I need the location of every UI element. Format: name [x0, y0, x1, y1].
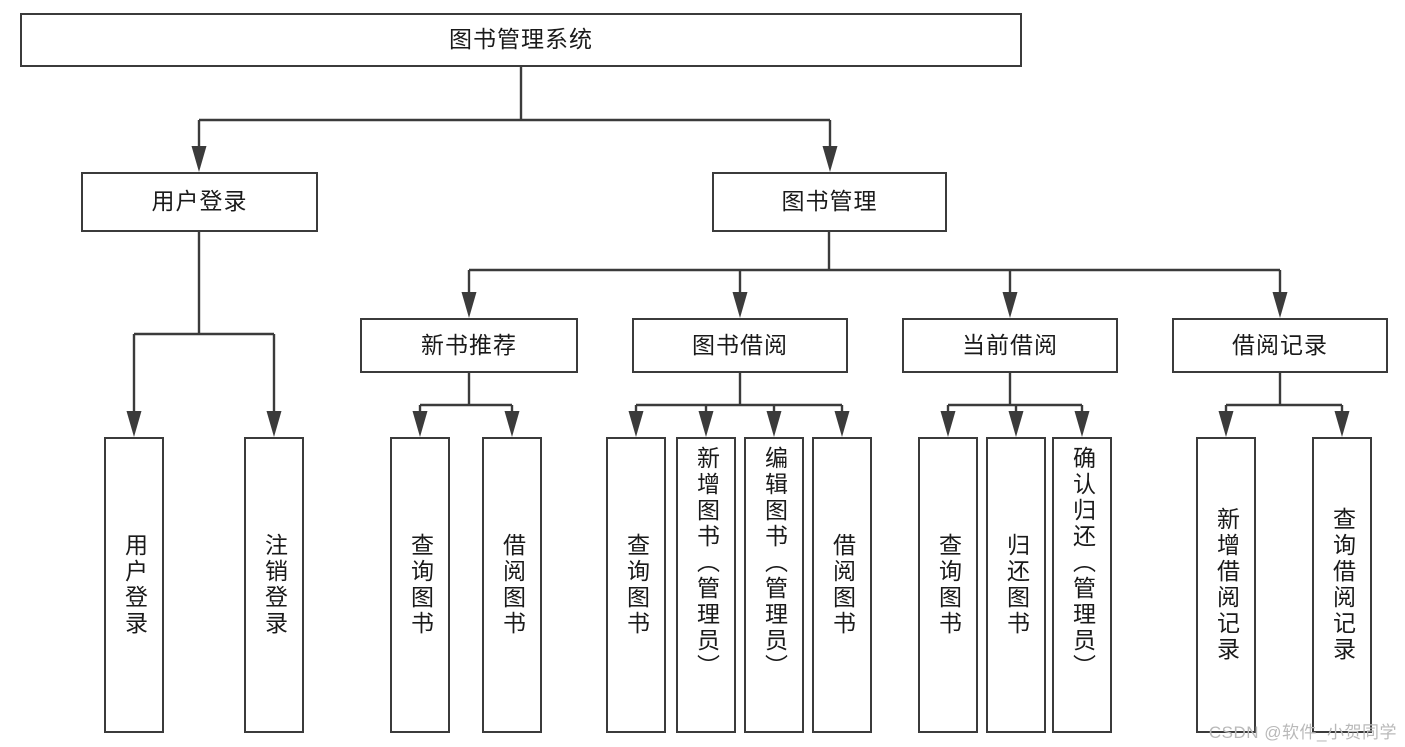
node-label: 图书管理系统: [449, 26, 593, 53]
connector-arrowhead: [412, 411, 428, 437]
node-leaf-logout[interactable]: 注销登录: [244, 437, 304, 733]
node-label: 查询图书: [407, 533, 434, 637]
node-leaf-query-book-3[interactable]: 查询图书: [918, 437, 978, 733]
connector-arrowhead: [940, 411, 956, 437]
node-label: 查询图书: [623, 533, 650, 637]
node-label: 当前借阅: [962, 331, 1058, 358]
connector-arrowhead: [1002, 292, 1018, 318]
node-leaf-query-book-2[interactable]: 查询图书: [606, 437, 666, 733]
node-label: 归还图书: [1003, 533, 1030, 637]
node-label: 借阅记录: [1232, 331, 1328, 358]
connector-arrowhead: [822, 146, 838, 172]
connector-arrowhead: [126, 411, 142, 437]
connector-arrowhead: [191, 146, 207, 172]
node-leaf-return-book[interactable]: 归还图书: [986, 437, 1046, 733]
node-label: 借阅图书: [829, 533, 856, 637]
watermark-text: CSDN @软件_小贺同学: [1208, 723, 1397, 742]
node-label: 用户登录: [151, 188, 248, 215]
node-label: 新书推荐: [421, 331, 517, 358]
node-label: 查询借阅记录: [1329, 507, 1356, 663]
connector-arrowhead: [1218, 411, 1234, 437]
node-leaf-query-book-1[interactable]: 查询图书: [390, 437, 450, 733]
node-label: 确认归还（管理员）: [1069, 446, 1096, 680]
connector-arrowhead: [698, 411, 714, 437]
node-new-book-recommend[interactable]: 新书推荐: [360, 318, 578, 373]
node-label: 图书借阅: [692, 331, 788, 358]
node-label: 用户登录: [121, 533, 148, 637]
connector-arrowhead: [766, 411, 782, 437]
node-leaf-query-record[interactable]: 查询借阅记录: [1312, 437, 1372, 733]
node-leaf-user-login[interactable]: 用户登录: [104, 437, 164, 733]
node-current-borrow[interactable]: 当前借阅: [902, 318, 1118, 373]
node-book-management[interactable]: 图书管理: [712, 172, 947, 232]
node-label: 查询图书: [935, 533, 962, 637]
connector-arrowhead: [1008, 411, 1024, 437]
node-leaf-confirm-return[interactable]: 确认归还（管理员）: [1052, 437, 1112, 733]
node-leaf-borrow-book-1[interactable]: 借阅图书: [482, 437, 542, 733]
node-leaf-add-record[interactable]: 新增借阅记录: [1196, 437, 1256, 733]
node-label: 图书管理: [781, 188, 878, 215]
node-user-login[interactable]: 用户登录: [81, 172, 318, 232]
connector-arrowhead: [628, 411, 644, 437]
node-leaf-borrow-book-2[interactable]: 借阅图书: [812, 437, 872, 733]
node-book-borrow[interactable]: 图书借阅: [632, 318, 848, 373]
connector-arrowhead: [1272, 292, 1288, 318]
node-root-system[interactable]: 图书管理系统: [20, 13, 1022, 67]
connector-arrowhead: [461, 292, 477, 318]
connector-arrowhead: [1334, 411, 1350, 437]
node-label: 注销登录: [261, 533, 288, 637]
connector-arrowhead: [732, 292, 748, 318]
node-leaf-add-book[interactable]: 新增图书（管理员）: [676, 437, 736, 733]
connector-arrowhead: [1074, 411, 1090, 437]
connector-arrowhead: [266, 411, 282, 437]
node-borrow-record[interactable]: 借阅记录: [1172, 318, 1388, 373]
connector-arrowhead: [504, 411, 520, 437]
node-leaf-edit-book[interactable]: 编辑图书（管理员）: [744, 437, 804, 733]
node-label: 新增图书（管理员）: [693, 446, 720, 680]
node-label: 借阅图书: [499, 533, 526, 637]
node-label: 编辑图书（管理员）: [761, 446, 788, 680]
connector-arrowhead: [834, 411, 850, 437]
node-label: 新增借阅记录: [1213, 507, 1240, 663]
